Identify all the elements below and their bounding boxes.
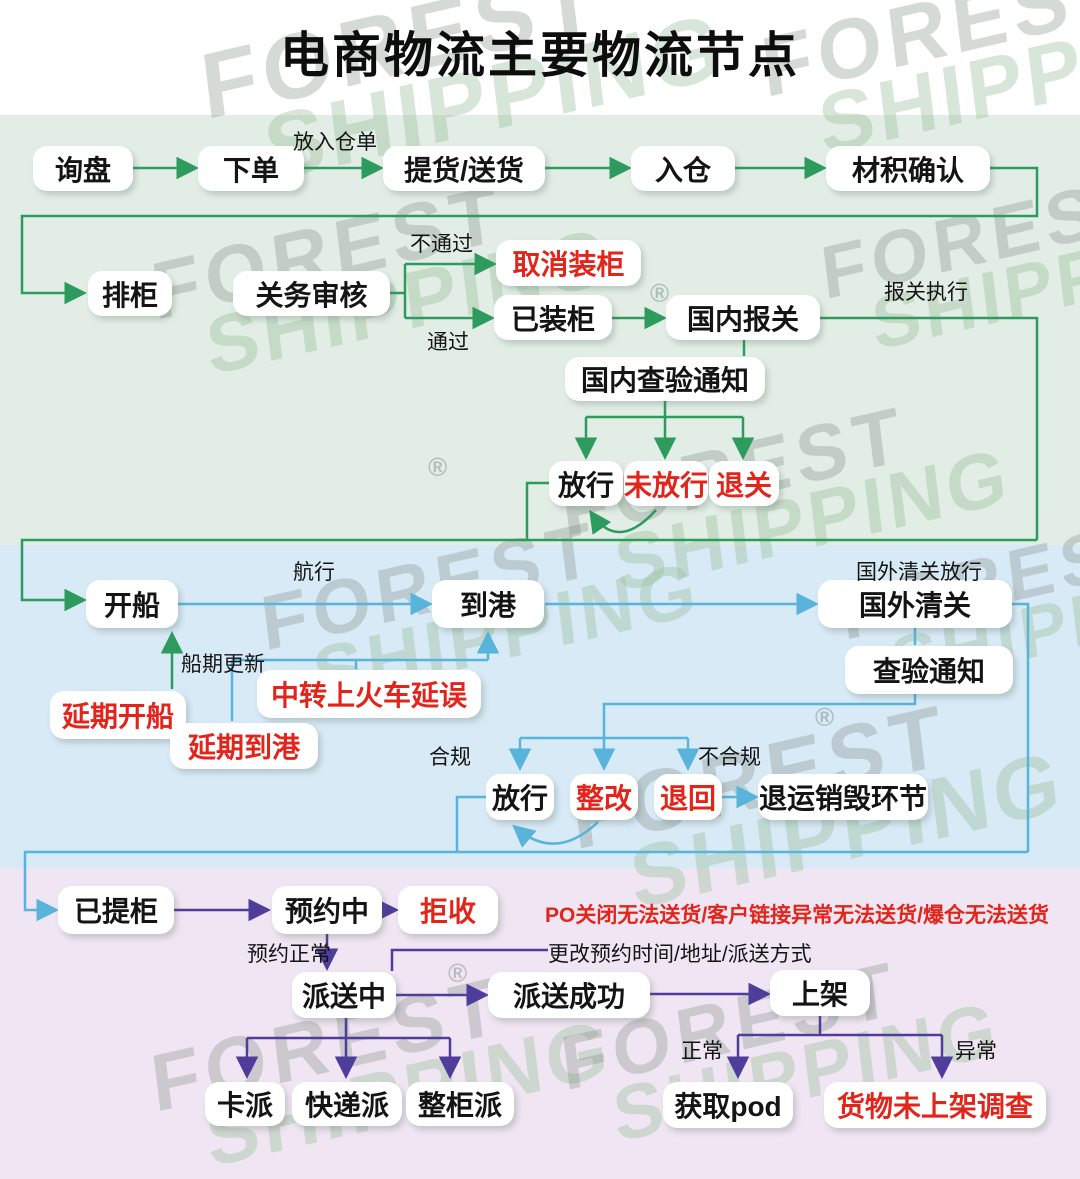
node-paigui: 排柜 [88,271,172,316]
node-zhenggai: 整改 [570,774,638,820]
node-yuyuezhong: 预约中 [272,886,382,934]
label-chuanqigengxin: 船期更新 [181,653,265,676]
label-yuyuezhengchang: 预约正常 [247,943,331,966]
node-caiji: 材积确认 [826,146,990,191]
label-baoguanzhixing: 报关执行 [884,281,968,304]
connector-line [20,166,1039,305]
node-huoqupod: 获取pod [663,1082,793,1128]
connector-line [512,821,599,848]
node-paisongzhong: 派送中 [292,972,396,1018]
node-chayan_tongzhi: 查验通知 [845,646,1013,694]
connector-line [23,850,1028,922]
label-fangrucangdan: 放入仓单 [293,131,377,154]
node-kapai: 卡派 [205,1082,285,1126]
node-yanqi_kaichuan: 延期开船 [50,691,186,739]
node-kuaidipai: 快递派 [292,1082,402,1126]
node-guanwu: 关务审核 [233,271,390,316]
node-rucang: 入仓 [631,146,735,191]
node-xiadan: 下单 [198,146,304,191]
label-hangxing: 航行 [293,561,335,584]
node-paisong_chenggong: 派送成功 [488,972,650,1018]
registered-trademark-icon: ® [650,278,670,308]
node-weifangxing: 未放行 [624,461,708,506]
node-yitigui: 已提柜 [58,886,174,934]
connector-line [525,481,549,540]
node-shangjia: 上架 [770,970,870,1016]
connector-line [20,538,1037,612]
node-yanqi_daogang: 延期到港 [170,723,318,769]
connector-line [820,316,1039,540]
label-yichang: 异常 [955,1040,997,1063]
node-tuiyun: 退运销毁环节 [758,774,928,820]
label-tongguo: 通过 [427,331,469,354]
node-jushou: 拒收 [398,886,498,934]
label-genggai: 更改预约时间/地址/派送方式 [548,943,812,966]
node-huowu: 货物未上架调查 [824,1082,1046,1128]
connector-line [455,795,486,852]
node-fangxing_fr: 放行 [486,774,554,820]
connector-line [589,509,657,535]
node-yizhuanggui: 已装柜 [494,295,612,340]
node-guowai_qingguan: 国外清关 [818,580,1012,628]
node-daogang: 到港 [432,580,544,628]
label-hegui: 合规 [429,746,471,769]
label-buhegui: 不合规 [698,746,761,769]
connector-line [390,948,548,971]
node-guonei_chayan: 国内查验通知 [565,357,765,401]
node-zhongzhuan: 中转上火车延误 [257,670,481,718]
label-po_note: PO关闭无法送货/客户链接异常无法送货/爆仓无法送货 [545,904,1050,927]
node-tihuo: 提货/送货 [383,146,545,191]
page-title: 电商物流主要物流节点 [279,29,800,83]
label-guowaiqingguanfangxing: 国外清关放行 [856,561,982,584]
node-tuiguan: 退关 [709,461,779,506]
node-tuihui: 退回 [654,774,722,820]
node-guonei_baoguan: 国内报关 [666,295,820,340]
connector-line [1012,602,1030,852]
connector-line [592,694,917,771]
node-kaichuan: 开船 [86,580,178,628]
registered-trademark-icon: ® [428,452,448,482]
node-fangxing_cn: 放行 [549,461,623,506]
node-quxiao: 取消装柜 [496,240,641,286]
registered-trademark-icon: ® [448,958,468,988]
label-zhengchang: 正常 [681,1040,723,1063]
label-butongguo: 不通过 [410,233,473,256]
registered-trademark-icon: ® [815,702,835,732]
node-xunpan: 询盘 [33,146,133,191]
node-zhengguipai: 整柜派 [406,1082,514,1126]
